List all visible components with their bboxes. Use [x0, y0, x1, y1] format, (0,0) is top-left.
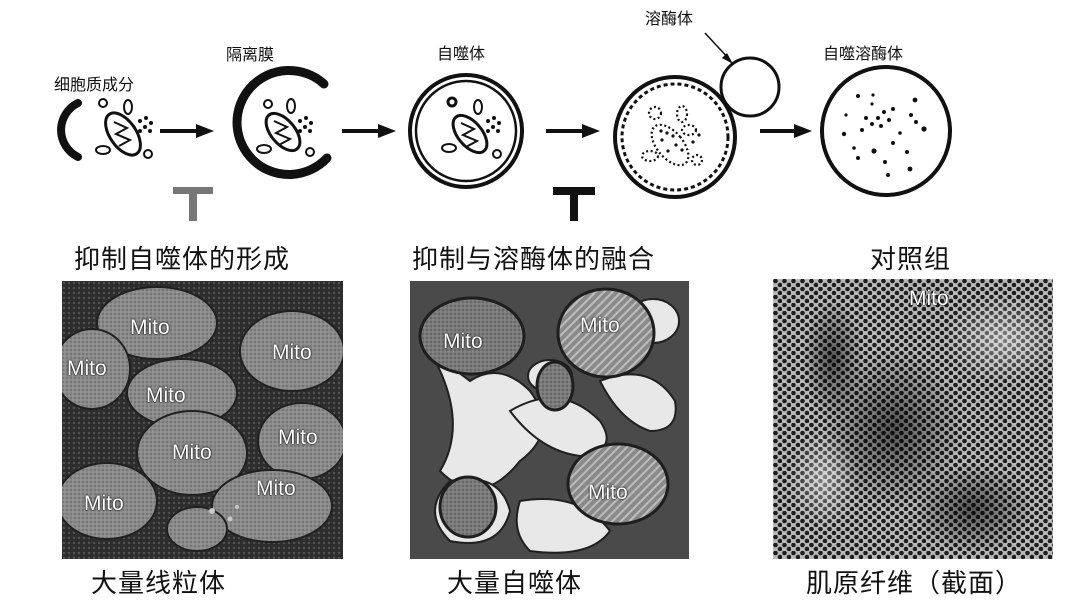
arrow-4 — [760, 124, 812, 138]
micrograph-autophagosomes: Mito Mito Mito — [410, 281, 689, 559]
fusion-drawing — [613, 56, 781, 199]
micrograph-mitochondria: Mito Mito Mito Mito Mito Mito Mito Mito — [62, 281, 343, 559]
inhibition-formation-symbol — [173, 187, 213, 221]
isolation-membrane-drawing — [232, 66, 332, 179]
mito-label: Mito — [909, 287, 949, 310]
caption-inhibit-formation: 抑制自噬体的形成 — [74, 245, 291, 275]
caption-inhibit-fusion: 抑制与溶酶体的融合 — [412, 245, 656, 275]
arrow-1 — [160, 124, 214, 138]
label-cytoplasm-components: 细胞质成分 — [54, 75, 135, 94]
caption-myofibril-section: 肌原纤维（截面） — [806, 569, 1023, 599]
arrow-3 — [546, 124, 600, 138]
micrograph-myofibril-image — [773, 279, 1053, 559]
micrograph-autophagosomes-image — [410, 281, 689, 559]
autophagosome-drawing — [408, 73, 524, 189]
autophagy-process-diagram — [57, 32, 952, 221]
mito-label: Mito — [146, 384, 186, 407]
micrograph-myofibril: Mito — [773, 279, 1053, 559]
mito-label: Mito — [588, 481, 628, 504]
caption-many-autophagosomes: 大量自噬体 — [447, 569, 583, 599]
caption-control: 对照组 — [870, 245, 952, 275]
mito-label: Mito — [272, 341, 312, 364]
lysosome-pointer — [704, 32, 733, 64]
cytoplasm-components-drawing — [57, 98, 153, 161]
mito-label: Mito — [130, 316, 170, 339]
mito-label: Mito — [256, 477, 296, 500]
inhibition-fusion-symbol — [553, 187, 595, 221]
mito-label: Mito — [278, 426, 318, 449]
arrow-2 — [342, 124, 396, 138]
micrograph-mitochondria-image — [62, 281, 343, 559]
mito-label: Mito — [443, 330, 483, 353]
mito-label: Mito — [580, 314, 620, 337]
label-lysosome: 溶酶体 — [645, 9, 694, 28]
caption-many-mitochondria: 大量线粒体 — [91, 569, 227, 599]
label-autolysosome: 自噬溶酶体 — [823, 44, 904, 63]
mito-label: Mito — [67, 357, 107, 380]
label-autophagosome: 自噬体 — [437, 44, 486, 63]
label-isolation-membrane: 隔离膜 — [226, 45, 275, 64]
mito-label: Mito — [172, 441, 212, 464]
mito-label: Mito — [84, 492, 124, 515]
autolysosome-drawing — [820, 65, 952, 197]
